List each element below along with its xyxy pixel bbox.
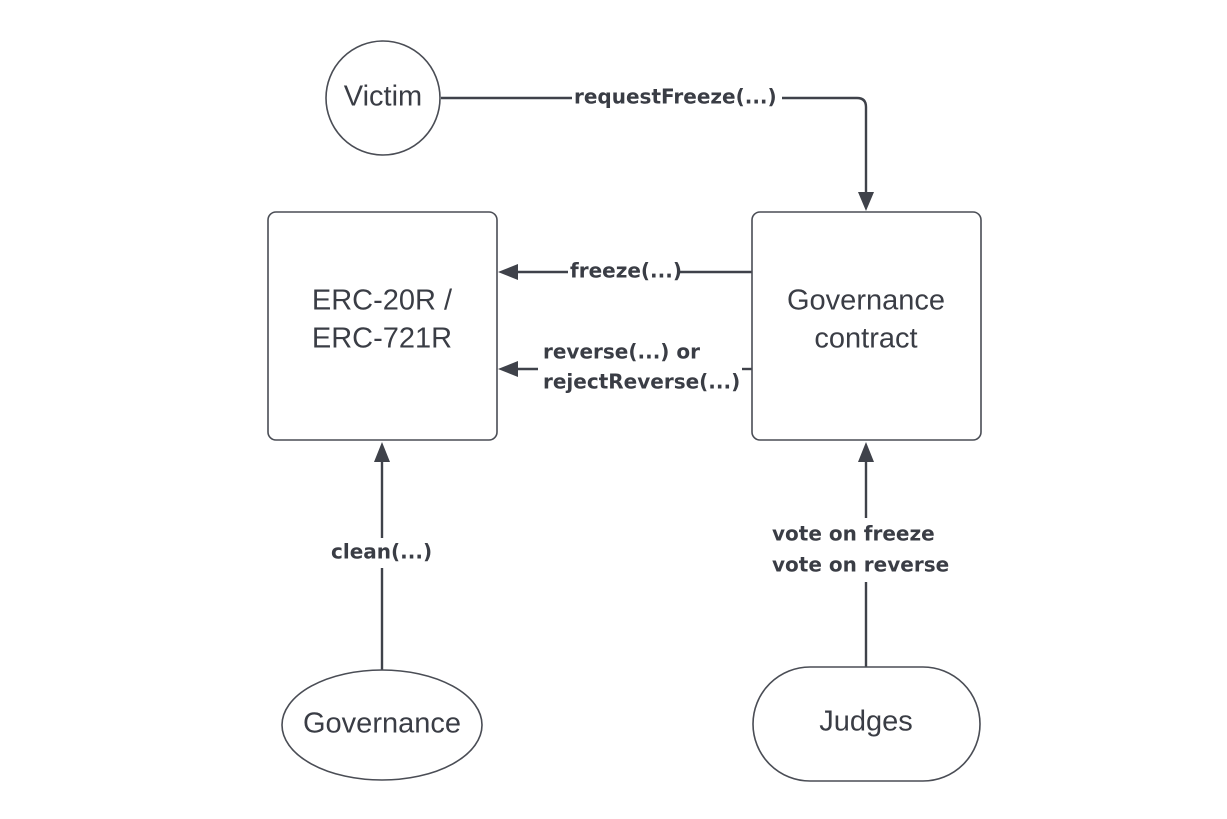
freeze-label: freeze(...) xyxy=(570,259,682,283)
edge-clean: clean(...) xyxy=(328,442,436,671)
governance-contract-label-line2: contract xyxy=(814,323,917,355)
token-label-line2: ERC-721R xyxy=(312,323,452,355)
governance-contract-label-line1: Governance xyxy=(787,285,945,317)
node-governance-contract: Governance contract xyxy=(751,211,982,441)
vote-label-line2: vote on reverse xyxy=(772,553,949,577)
request-freeze-label: requestFreeze(...) xyxy=(574,85,777,109)
node-judges: Judges xyxy=(752,666,981,782)
governance-label: Governance xyxy=(303,708,461,740)
edge-request-freeze: requestFreeze(...) xyxy=(441,84,874,211)
reverse-label-line2: rejectReverse(...) xyxy=(543,370,740,394)
edge-freeze: freeze(...) xyxy=(498,259,752,285)
edge-votes: vote on freeze vote on reverse xyxy=(768,442,964,667)
clean-label: clean(...) xyxy=(331,540,432,564)
node-governance: Governance xyxy=(281,669,483,781)
reverse-label-line1: reverse(...) or xyxy=(543,340,700,364)
token-label-line1: ERC-20R / xyxy=(312,285,453,317)
edge-reverse: reverse(...) or rejectReverse(...) xyxy=(498,340,752,394)
vote-label-line1: vote on freeze xyxy=(772,522,935,546)
node-token-contract: ERC-20R / ERC-721R xyxy=(267,211,498,441)
node-victim: Victim xyxy=(325,40,441,156)
victim-label: Victim xyxy=(344,81,422,113)
judges-label: Judges xyxy=(819,706,913,738)
